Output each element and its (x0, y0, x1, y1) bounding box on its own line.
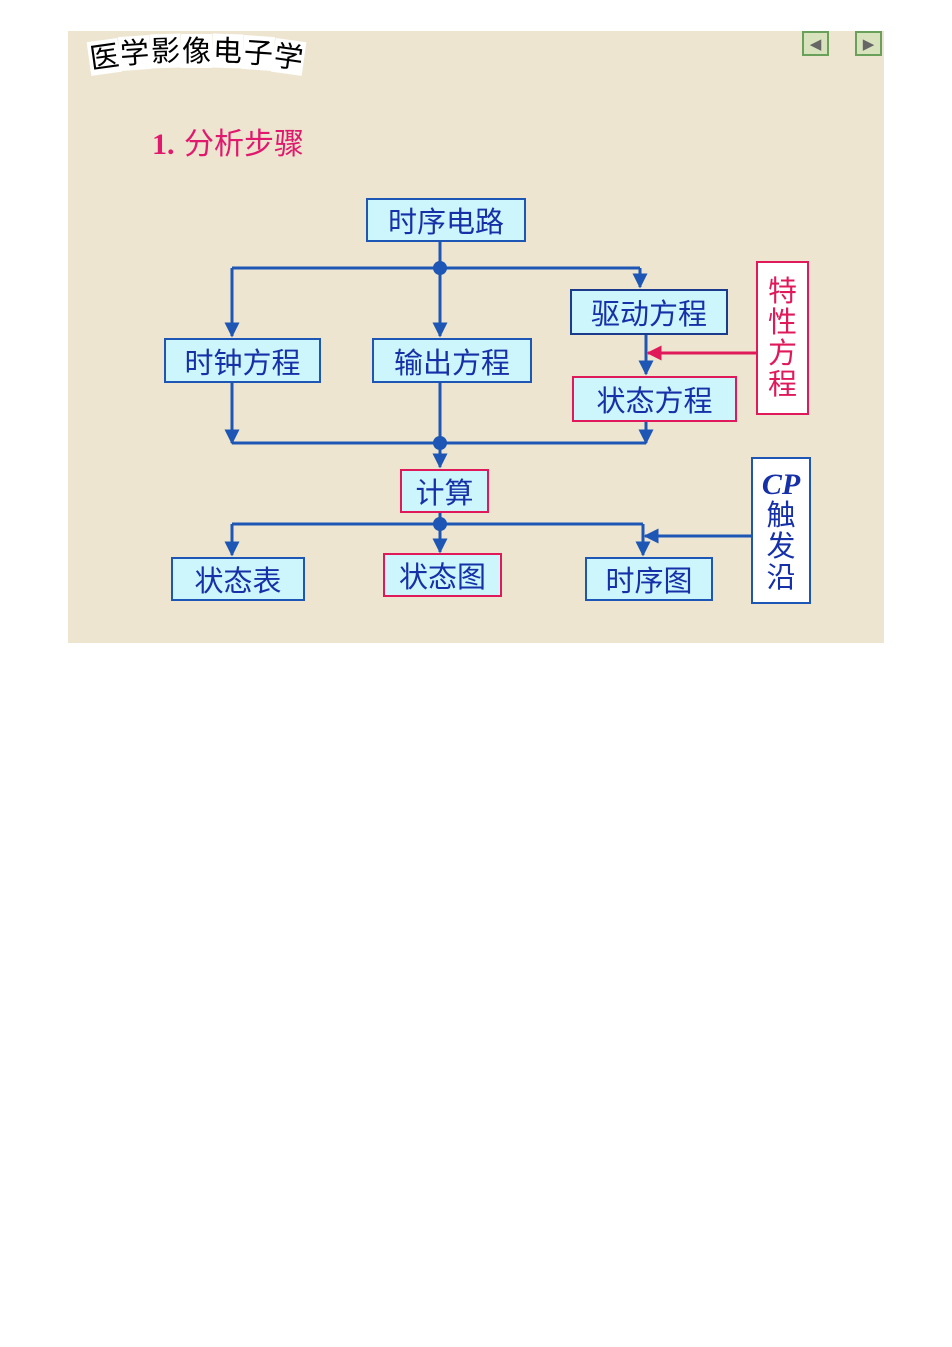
heading-text: 分析步骤 (184, 127, 305, 162)
timing-diagram-box: 时序图 (585, 557, 713, 601)
cp-trigger-edge-box: CP 触 发 沿 (751, 457, 811, 604)
state-equation-box: 状态方程 (572, 376, 737, 422)
heading-number: 1. (152, 128, 175, 161)
cp-edge-char: 沿 (766, 559, 796, 594)
characteristic-equation-char: 程 (767, 367, 797, 401)
characteristic-equation-box: 特 性 方 程 (756, 261, 809, 415)
course-logo: 医学影像电子学 (86, 33, 307, 76)
next-slide-button[interactable]: ▶ (855, 31, 882, 56)
junction-dot (433, 517, 447, 531)
state-diagram-box: 状态图 (383, 553, 502, 597)
clock-equation-box: 时钟方程 (164, 338, 321, 383)
state-table-box: 状态表 (171, 557, 305, 601)
cp-edge-char: 发 (766, 528, 796, 563)
previous-slide-button[interactable]: ◀ (802, 31, 829, 56)
triangle-left-icon: ◀ (809, 34, 822, 53)
cp-edge-char: 触 (766, 497, 796, 532)
cp-label: CP (761, 467, 801, 501)
characteristic-equation-char: 方 (767, 336, 797, 370)
junction-dot (433, 261, 447, 275)
triangle-right-icon: ▶ (862, 34, 875, 53)
calculate-box: 计算 (400, 469, 489, 513)
section-heading: 1. 分析步骤 (152, 125, 304, 165)
characteristic-equation-char: 特 (767, 274, 797, 308)
junction-dot (433, 436, 447, 450)
slide-background (68, 31, 884, 643)
drive-equation-box: 驱动方程 (570, 289, 728, 335)
logo-char: 像 (181, 34, 213, 68)
sequential-circuit-box: 时序电路 (366, 198, 526, 242)
characteristic-equation-char: 性 (767, 305, 797, 339)
output-equation-box: 输出方程 (372, 338, 532, 383)
